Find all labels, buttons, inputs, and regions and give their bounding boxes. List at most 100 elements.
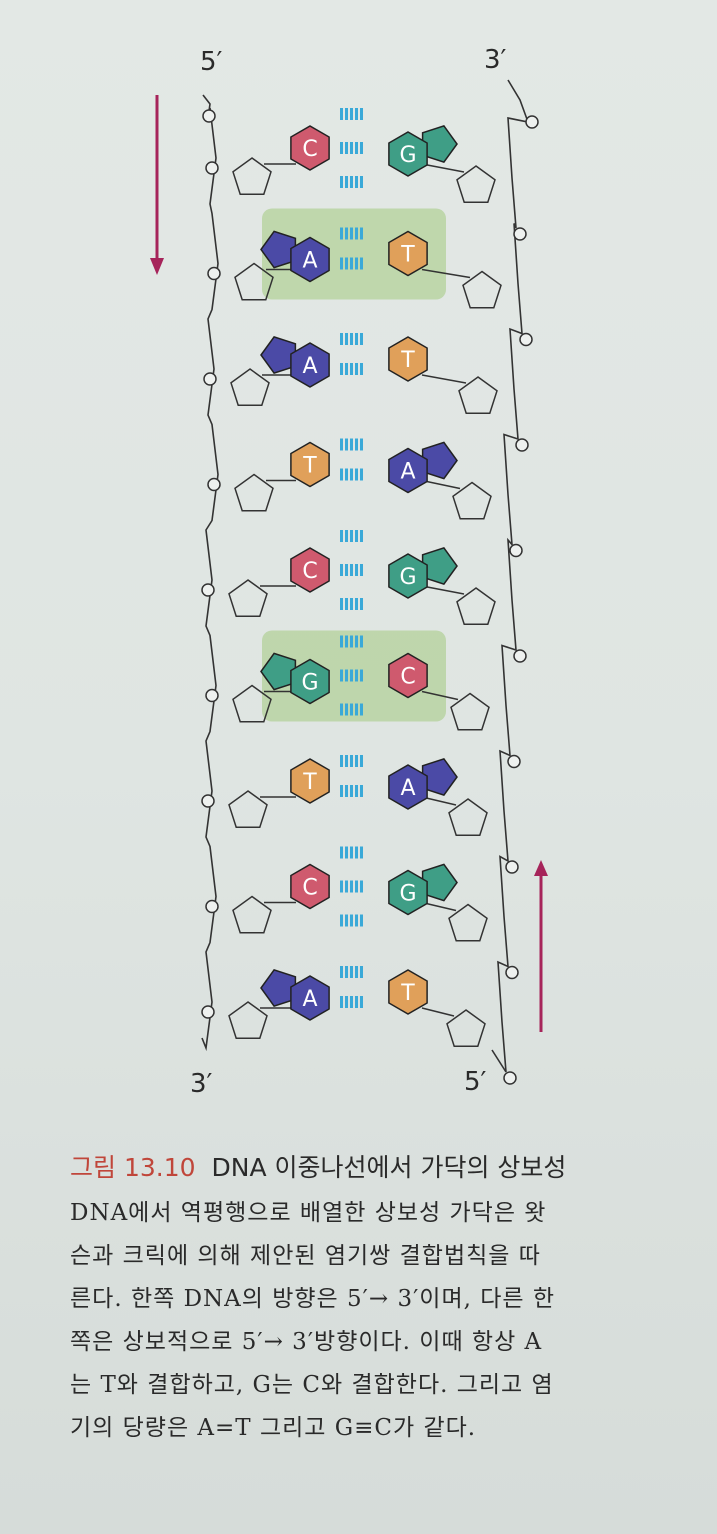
phosphate-group (201, 583, 215, 597)
base-ring-hexagon (290, 758, 330, 804)
caption-line: DNA에서 역평행으로 배열한 상보성 가닥은 왓 (70, 1200, 547, 1226)
hydrogen-bond-dash (355, 227, 358, 240)
base-letter: C (400, 665, 415, 690)
hydrogen-bonds (340, 227, 363, 270)
base-A: A (388, 758, 458, 810)
bottom-right-5prime-label: 5′ (464, 1067, 487, 1097)
hydrogen-bond-dash (360, 530, 363, 542)
hydrogen-bond-dash (340, 363, 343, 375)
hydrogen-bond-dash (350, 785, 353, 797)
base-letter: G (399, 565, 416, 590)
deoxyribose-sugar (452, 481, 492, 520)
deoxyribose-sugar (448, 798, 488, 836)
hydrogen-bonds (340, 333, 363, 375)
hydrogen-bond-dash (345, 669, 348, 682)
hydrogen-bond-dash (350, 176, 353, 188)
hydrogen-bond-dash (350, 438, 353, 451)
hydrogen-bond-dash (360, 914, 363, 927)
right-backbone-strand (491, 79, 530, 1073)
phosphate-group (519, 332, 533, 347)
deoxyribose-sugar (228, 1001, 268, 1039)
glycosidic-bond (421, 163, 465, 173)
hydrogen-bond-dash (340, 530, 343, 542)
hydrogen-bond-dash (345, 333, 348, 345)
deoxyribose-sugar (232, 684, 272, 723)
phosphate-group (203, 372, 217, 386)
hydrogen-bond-dash (360, 176, 363, 188)
left-backbone-strand (201, 94, 219, 1052)
deoxyribose-sugar (458, 376, 498, 414)
deoxyribose-sugar (234, 473, 274, 512)
caption-line: 쪽은 상보적으로 5′→ 3′방향이다. 이때 항상 A (70, 1329, 543, 1355)
base-A: A (260, 969, 330, 1021)
hydrogen-bond-dash (360, 785, 363, 797)
hydrogen-bond-dash (340, 846, 343, 859)
base-C: C (290, 125, 330, 171)
base-letter: T (302, 454, 317, 479)
caption-line: 슨과 크릭에 의해 제안된 염기쌍 결합법칙을 따 (70, 1243, 541, 1269)
hydrogen-bond-dash (345, 966, 348, 978)
hydrogen-bonds (340, 635, 363, 716)
hydrogen-bond-dash (345, 846, 348, 859)
hydrogen-bond-dash (345, 635, 348, 648)
hydrogen-bonds (340, 755, 363, 797)
base-ring-hexagon (388, 764, 428, 810)
hydrogen-bond-dash (340, 108, 343, 120)
hydrogen-bond-dash (360, 438, 363, 451)
hydrogen-bond-dash (360, 966, 363, 978)
hydrogen-bond-dash (345, 703, 348, 716)
hydrogen-bond-dash (345, 108, 348, 120)
base-T: T (388, 969, 428, 1015)
hydrogen-bonds (340, 966, 363, 1008)
hydrogen-bond-dash (355, 996, 358, 1008)
base-letter: G (399, 882, 416, 907)
hydrogen-bond-dash (345, 438, 348, 451)
deoxyribose-sugar (228, 790, 268, 828)
hydrogen-bond-dash (355, 785, 358, 797)
caption-line: 는 T와 결합하고, G는 C와 결합한다. 그리고 염 (70, 1372, 554, 1398)
hydrogen-bond-dash (345, 996, 348, 1008)
base-ring-hexagon (388, 230, 428, 277)
hydrogen-bond-dash (345, 530, 348, 542)
base-ring-hexagon (290, 547, 330, 593)
hydrogen-bond-dash (360, 755, 363, 767)
hydrogen-bond-dash (355, 257, 358, 270)
glycosidic-bond (421, 479, 461, 490)
hydrogen-bond-dash (360, 468, 363, 481)
deoxyribose-sugar (450, 692, 490, 731)
hydrogen-bond-dash (345, 785, 348, 797)
bottom-left-3prime-label: 3′ (190, 1069, 213, 1099)
deoxyribose-sugar (448, 903, 488, 942)
hydrogen-bond-dash (350, 142, 353, 154)
hydrogen-bond-dash (355, 914, 358, 927)
base-ring-hexagon (388, 131, 428, 177)
hydrogen-bond-dash (340, 142, 343, 154)
phosphate-group (505, 965, 519, 980)
base-G: G (260, 652, 330, 705)
phosphate-group (507, 754, 521, 769)
hydrogen-bond-dash (355, 966, 358, 978)
base-A: A (260, 336, 330, 388)
phosphate-group (509, 543, 523, 558)
base-ring-hexagon (388, 652, 428, 699)
phosphate-group (515, 438, 529, 452)
base-A: A (388, 441, 458, 494)
hydrogen-bond-dash (355, 176, 358, 188)
hydrogen-bond-dash (355, 598, 358, 610)
base-letter: A (302, 249, 317, 274)
hydrogen-bond-dash (350, 914, 353, 927)
hydrogen-bond-dash (350, 257, 353, 270)
hydrogen-bond-dash (340, 635, 343, 648)
hydrogen-bond-dash (360, 333, 363, 345)
hydrogen-bond-dash (345, 363, 348, 375)
base-letter: G (399, 143, 416, 168)
hydrogen-bond-dash (350, 363, 353, 375)
